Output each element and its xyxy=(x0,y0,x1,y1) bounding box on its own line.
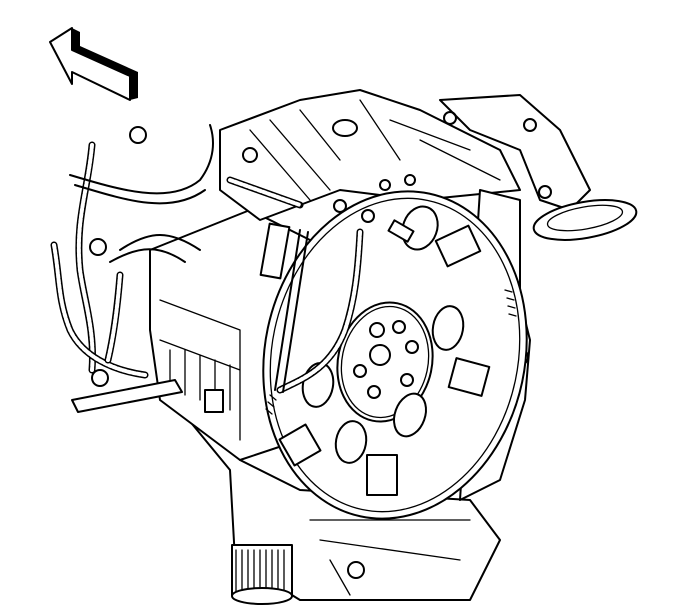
torque-converter-pads xyxy=(278,224,491,496)
mount-bracket xyxy=(71,379,183,413)
flexplate xyxy=(262,190,528,520)
dipstick-bracket xyxy=(259,222,291,280)
front-direction-arrow-icon xyxy=(49,27,138,101)
sensor-bolt xyxy=(333,199,415,243)
crankshaft-bolts xyxy=(353,320,419,399)
dipstick-tube xyxy=(274,229,309,393)
bracket-bolt xyxy=(91,369,109,387)
coolant-pipe xyxy=(69,124,214,263)
ring-gear xyxy=(504,289,517,317)
throttle-body xyxy=(439,94,638,241)
wiring-harness xyxy=(50,141,364,394)
oil-filter xyxy=(231,544,293,605)
